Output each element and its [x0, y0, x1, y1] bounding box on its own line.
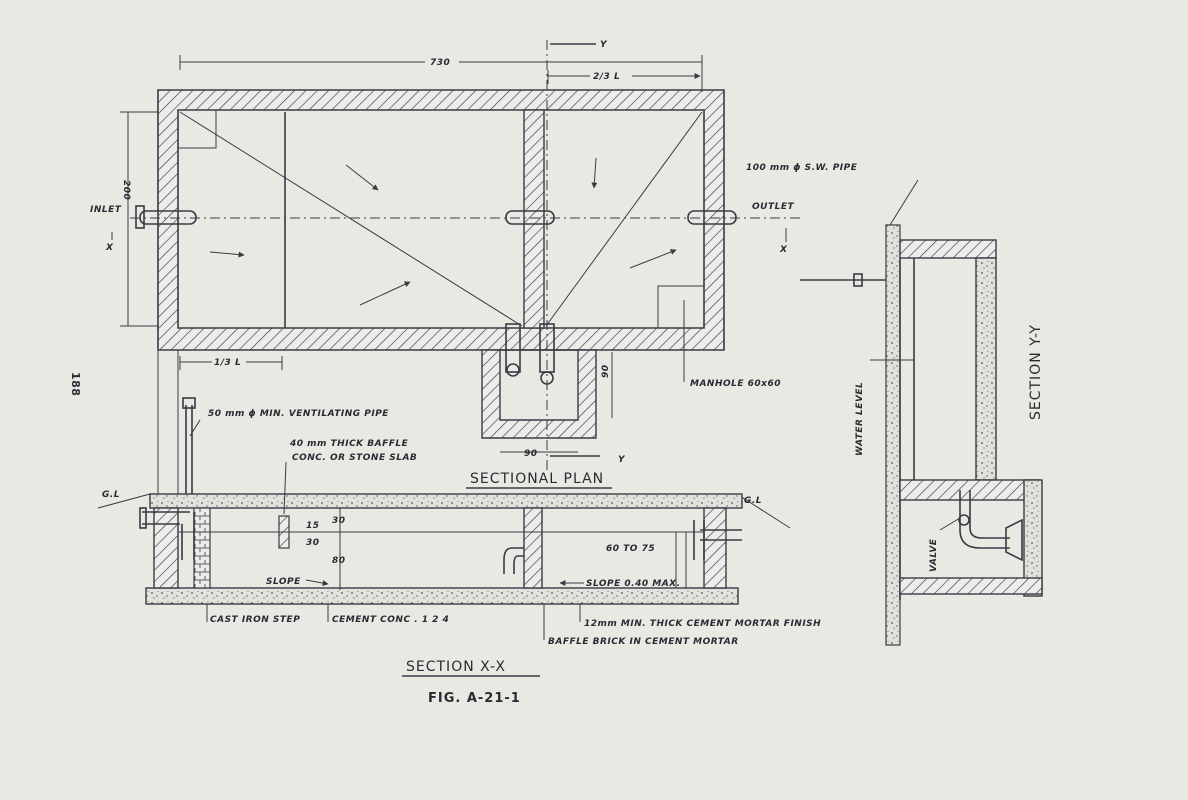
dim-width: 200: [121, 180, 131, 200]
ground-level-right: G.L: [744, 496, 762, 506]
baffle-label-line2: CONC. OR STONE SLAB: [292, 453, 417, 463]
section-yy-title: SECTION Y-Y: [1028, 324, 1044, 420]
cover-slab: [149, 493, 743, 509]
slope-max-label: SLOPE 0.40 MAX.: [586, 579, 681, 589]
water-level-label: WATER LEVEL: [855, 382, 865, 456]
partition-pipe: [505, 210, 555, 225]
outlet-pipe: [687, 210, 737, 225]
slope-label: SLOPE: [266, 577, 301, 587]
plan-partition-wall: [523, 109, 545, 329]
dim-30a: 30: [332, 516, 346, 526]
dim-length: 730: [430, 58, 450, 68]
inlet-label: INLET: [90, 205, 122, 215]
cast-iron-step-label: CAST IRON STEP: [210, 615, 300, 625]
dim-manhole-h: 90: [601, 364, 611, 378]
mortar-finish-label: 12mm MIN. THICK CEMENT MORTAR FINISH: [584, 619, 821, 629]
baffle-label-line1: 40 mm THICK BAFFLE: [289, 439, 409, 449]
dim-15: 15: [306, 521, 320, 531]
ventilating-pipe-label: 50 mm ϕ MIN. VENTILATING PIPE: [208, 409, 389, 419]
manhole-label: MANHOLE 60x60: [690, 379, 781, 389]
section-mark-y-top: Y: [600, 40, 608, 50]
base-slab: [145, 587, 739, 605]
dim-30b: 30: [306, 538, 320, 548]
section-xx-title: SECTION X-X: [406, 659, 506, 675]
ground-level-left: G.L: [102, 490, 120, 500]
section-yy: WATER LEVEL VALVE SECTION Y-Y: [800, 179, 1044, 646]
baffle-brick-label: BAFFLE BRICK IN CEMENT MORTAR: [548, 637, 739, 647]
inlet-pipe: [139, 210, 197, 225]
cement-conc-label: CEMENT CONC . 1 2 4: [332, 615, 449, 625]
baffle-brick: [193, 507, 211, 589]
dim-one-third-l: 1/3 L: [214, 358, 241, 368]
pipe-label: 100 mm ϕ S.W. PIPE: [746, 163, 858, 173]
outlet-label: OUTLET: [752, 202, 794, 212]
section-mark-y-bottom: Y: [618, 455, 626, 465]
dim-two-thirds-l: 2/3 L: [593, 72, 620, 82]
dim-80: 80: [332, 556, 346, 566]
figure-caption: FIG. A-21-1: [428, 691, 521, 706]
dim-manhole-w: 90: [524, 449, 538, 459]
dim-60-to-75: 60 TO 75: [606, 544, 655, 554]
valve-label: VALVE: [929, 538, 939, 572]
page-number: 188: [69, 372, 82, 396]
section-mark-x-left: X: [105, 243, 114, 253]
section-xx: G.L G.L 30 15 30 80 60 TO 75: [97, 350, 821, 706]
manhole-chamber: [481, 349, 597, 439]
section-mark-x-right: X: [779, 245, 788, 255]
plan-tank-walls: [157, 89, 725, 351]
sectional-plan-title: SECTIONAL PLAN: [470, 471, 604, 487]
sectional-plan: Y Y 730 2/3 L 200 X X INLET OUTLET 100 m…: [90, 40, 858, 489]
